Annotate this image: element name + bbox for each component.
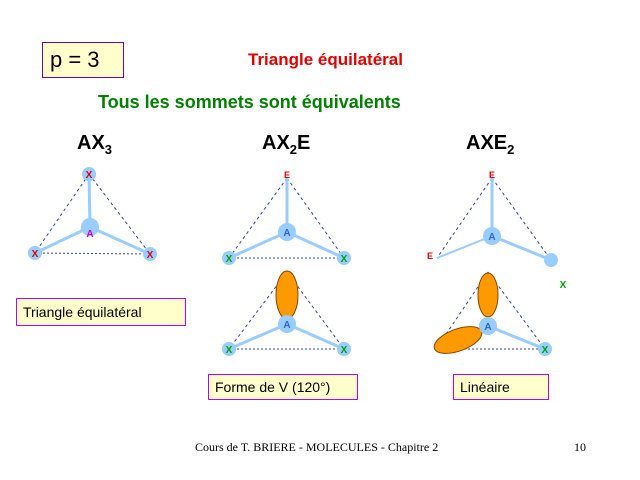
central-atom <box>479 317 497 335</box>
lone-pair-label: E <box>427 251 433 261</box>
central-atom <box>81 218 99 236</box>
edge-dashed <box>228 271 288 350</box>
ligand-label: X <box>226 254 233 265</box>
ligand-label: X <box>32 249 39 260</box>
label-axe2-box: Linéaire <box>453 374 549 400</box>
diagram-ax2e-top: E X X A <box>222 170 351 265</box>
central-atom <box>278 223 296 241</box>
bond <box>228 230 288 260</box>
ligand-atom <box>28 246 42 260</box>
label-ax2e: Forme de V (120°) <box>215 379 331 395</box>
diagram-ax2e-bottom: X X A <box>222 270 351 356</box>
page-subtitle: Tous les sommets sont équivalents <box>98 92 401 112</box>
central-atom-label: A <box>484 322 491 333</box>
edge-dashed <box>491 177 552 261</box>
edge-dashed <box>286 177 345 259</box>
ligand-label: X <box>341 254 348 265</box>
p-value-label: p = 3 <box>50 47 100 72</box>
ligand-atom <box>82 167 96 181</box>
central-atom <box>278 315 296 333</box>
bond <box>34 225 91 255</box>
label-ax3: Triangle équilatéral <box>23 304 142 320</box>
central-atom-label: A <box>283 320 290 331</box>
lone-pair-label: E <box>489 170 495 180</box>
formula-axe2: AXE2 <box>466 132 515 157</box>
bond <box>491 234 552 262</box>
ligand-atom <box>222 251 236 265</box>
diagram-axe2-bottom: X A <box>433 271 552 356</box>
bond <box>228 322 288 351</box>
footer-text: Cours de T. BRIERE - MOLECULES - Chapitr… <box>195 440 439 454</box>
bond <box>286 322 345 351</box>
edge-dashed <box>228 177 288 259</box>
ligand-atom <box>222 342 236 356</box>
ligand-atom <box>538 342 552 356</box>
page-title: Triangle équilatéral <box>248 50 403 69</box>
bond <box>487 324 546 351</box>
diagram-ax3: X X X A <box>28 167 157 261</box>
ligand-atom <box>544 253 558 267</box>
edge-dashed <box>487 271 546 350</box>
central-atom-label: A <box>488 232 495 243</box>
lone-pair-lobe <box>477 272 499 318</box>
central-atom-label: A <box>283 228 290 239</box>
edge-dashed <box>88 173 151 255</box>
ligand-label: X <box>542 345 549 356</box>
edge-dashed <box>34 252 151 255</box>
ligand-label: X <box>86 170 93 181</box>
formula-ax3: AX3 <box>77 132 113 157</box>
ligand-label: X <box>341 345 348 356</box>
ligand-atom <box>143 247 157 261</box>
formula-ax2e: AX2E <box>262 132 311 157</box>
lone-pair-lobe <box>275 270 299 320</box>
edge-dashed <box>286 271 345 350</box>
diagram-axe2-top: E E A X <box>427 170 567 291</box>
p-value-box: p = 3 <box>42 42 124 78</box>
lone-pair-label: E <box>284 170 290 180</box>
ligand-atom <box>337 251 351 265</box>
bond <box>436 235 493 259</box>
ligand-label: X <box>147 250 154 261</box>
lone-pair-lobe <box>433 326 483 354</box>
edge-dashed <box>436 177 493 259</box>
central-atom <box>483 227 501 245</box>
ligand-atom <box>337 342 351 356</box>
page-number: 10 <box>574 440 586 454</box>
label-axe2: Linéaire <box>460 379 510 395</box>
central-atom-label: A <box>86 229 93 240</box>
label-ax3-box: Triangle équilatéral <box>16 298 186 326</box>
bond <box>89 225 151 256</box>
ligand-label: X <box>560 280 567 291</box>
edge-dashed <box>34 173 90 254</box>
bond <box>286 230 345 260</box>
ligand-label: X <box>226 345 233 356</box>
label-ax2e-box: Forme de V (120°) <box>208 374 358 400</box>
